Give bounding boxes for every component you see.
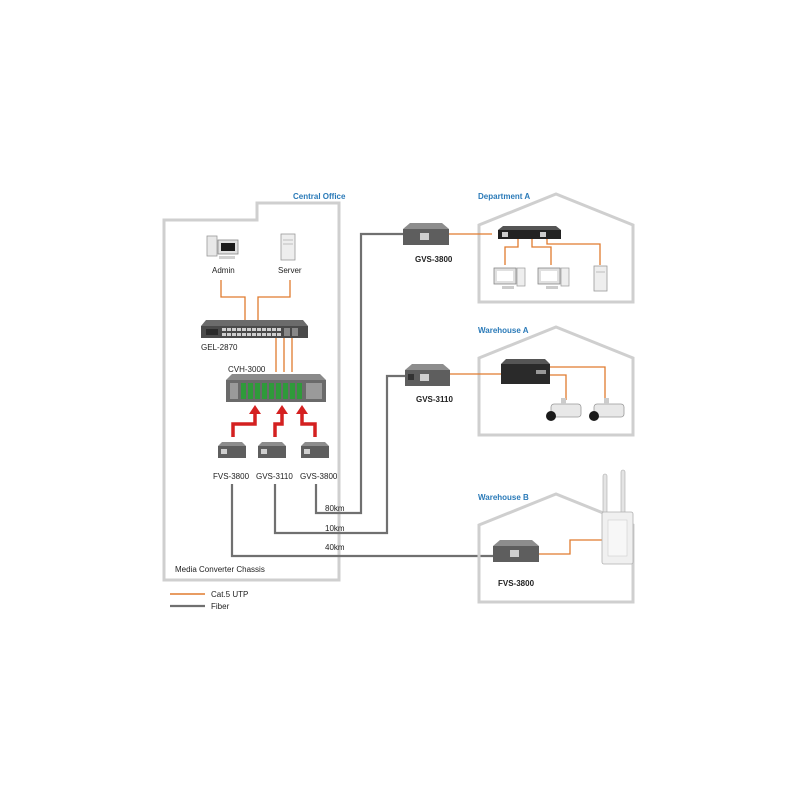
warehouse-b-house	[477, 492, 635, 604]
central-office-title: Central Office	[293, 192, 346, 201]
central-office-outline	[162, 201, 341, 582]
chassis-label: CVH-3000	[228, 365, 266, 374]
gvs3110-card-label: GVS-3110	[256, 472, 293, 481]
outdoor-access-point-icon	[601, 469, 634, 565]
warehouse-a-house	[477, 325, 635, 437]
chassis-caption: Media Converter Chassis	[175, 565, 265, 574]
switch-icon	[201, 320, 308, 338]
department-a-pc1-icon	[493, 267, 526, 289]
cat5-whB-converter-ap	[539, 539, 603, 555]
gvs3110-card-icon	[258, 442, 286, 458]
camera-1-icon	[546, 398, 582, 421]
fiber-10km	[273, 374, 405, 535]
warehouse-a-title: Warehouse A	[478, 326, 529, 335]
cat5-deptA-clients	[504, 239, 601, 265]
camera-2-icon	[589, 398, 625, 421]
warehouse-a-converter-icon	[405, 364, 450, 386]
department-a-converter-icon	[403, 223, 449, 245]
warehouse-b-converter-label: FVS-3800	[498, 579, 535, 588]
department-a-house	[477, 192, 635, 304]
department-a-pc2-icon	[537, 267, 570, 289]
fiber-80km	[314, 232, 406, 515]
server-label: Server	[278, 266, 302, 275]
fiber-lines	[230, 232, 493, 558]
link-10km-label: 10km	[325, 524, 345, 533]
legend-fiber-label: Fiber	[211, 602, 230, 611]
chassis-icon	[226, 374, 326, 402]
link-80km-label: 80km	[325, 504, 345, 513]
fiber-40km	[230, 484, 493, 558]
department-a-switch-icon	[498, 226, 561, 239]
fvs-card-label: FVS-3800	[213, 472, 250, 481]
admin-pc-icon	[206, 235, 239, 259]
warehouse-a-converter-label: GVS-3110	[416, 395, 453, 404]
switch-label: GEL-2870	[201, 343, 238, 352]
warehouse-a-poe-switch-icon	[501, 359, 550, 384]
insert-arrows	[231, 413, 317, 437]
server-icon	[280, 233, 296, 261]
admin-label: Admin	[212, 266, 235, 275]
warehouse-b-title: Warehouse B	[478, 493, 529, 502]
cat5-whA-cameras	[550, 366, 606, 400]
department-a-converter-label: GVS-3800	[415, 255, 453, 264]
department-a-title: Department A	[478, 192, 530, 201]
warehouse-b-converter-icon	[493, 540, 539, 562]
legend-cat5-label: Cat.5 UTP	[211, 590, 248, 599]
gvs3800-card-icon	[301, 442, 329, 458]
fvs-card-icon	[218, 442, 246, 458]
gvs3800-card-label: GVS-3800	[300, 472, 338, 481]
link-40km-label: 40km	[325, 543, 345, 552]
arrow-heads	[249, 405, 308, 414]
cat5-server-switch	[257, 280, 291, 322]
cat5-admin-switch	[220, 280, 246, 322]
department-a-server-icon	[593, 265, 608, 292]
